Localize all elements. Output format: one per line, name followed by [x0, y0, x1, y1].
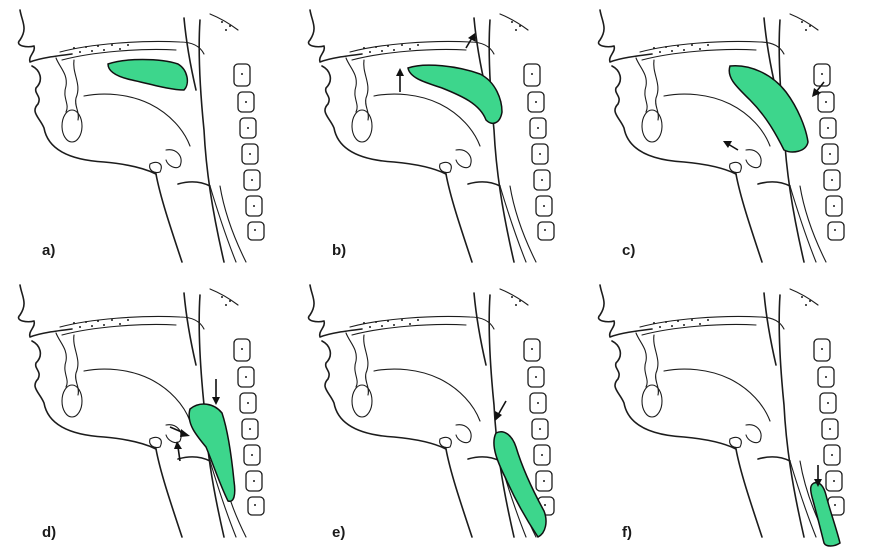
head-sagittal-section-a [0, 0, 290, 275]
bolus-oral-cavity [108, 60, 187, 91]
panel-b: b) [290, 0, 580, 275]
panel-label-e: e) [332, 524, 345, 541]
panel-label-c: c) [622, 242, 635, 259]
panel-d: d) [0, 275, 290, 550]
panel-label-f: f) [622, 524, 632, 541]
panel-f: f) [580, 275, 870, 550]
bolus-oral-transit [408, 65, 502, 123]
bolus-oropharynx [729, 66, 808, 152]
panel-label-b: b) [332, 242, 346, 259]
panel-c: c) [580, 0, 870, 275]
head-sagittal-section-b [290, 0, 580, 275]
arrow-up-tongue-tip [396, 68, 404, 92]
head-sagittal-section-e [290, 275, 580, 550]
head-sagittal-section-f [580, 275, 870, 550]
head-sagittal-section-c [580, 0, 870, 275]
arrow-soft-palate [466, 33, 476, 48]
arrow-hyoid-movement [723, 141, 738, 150]
bolus-pharynx [189, 404, 235, 501]
arrow-down-pharyngeal-wall [212, 379, 220, 405]
panel-a: a) [0, 0, 290, 275]
panel-label-a: a) [42, 242, 55, 259]
panel-e: e) [290, 275, 580, 550]
head-sagittal-section-d [0, 275, 290, 550]
arrow-epiglottis [170, 427, 190, 437]
panel-label-d: d) [42, 524, 56, 541]
arrow-upper-pharynx [495, 401, 506, 421]
